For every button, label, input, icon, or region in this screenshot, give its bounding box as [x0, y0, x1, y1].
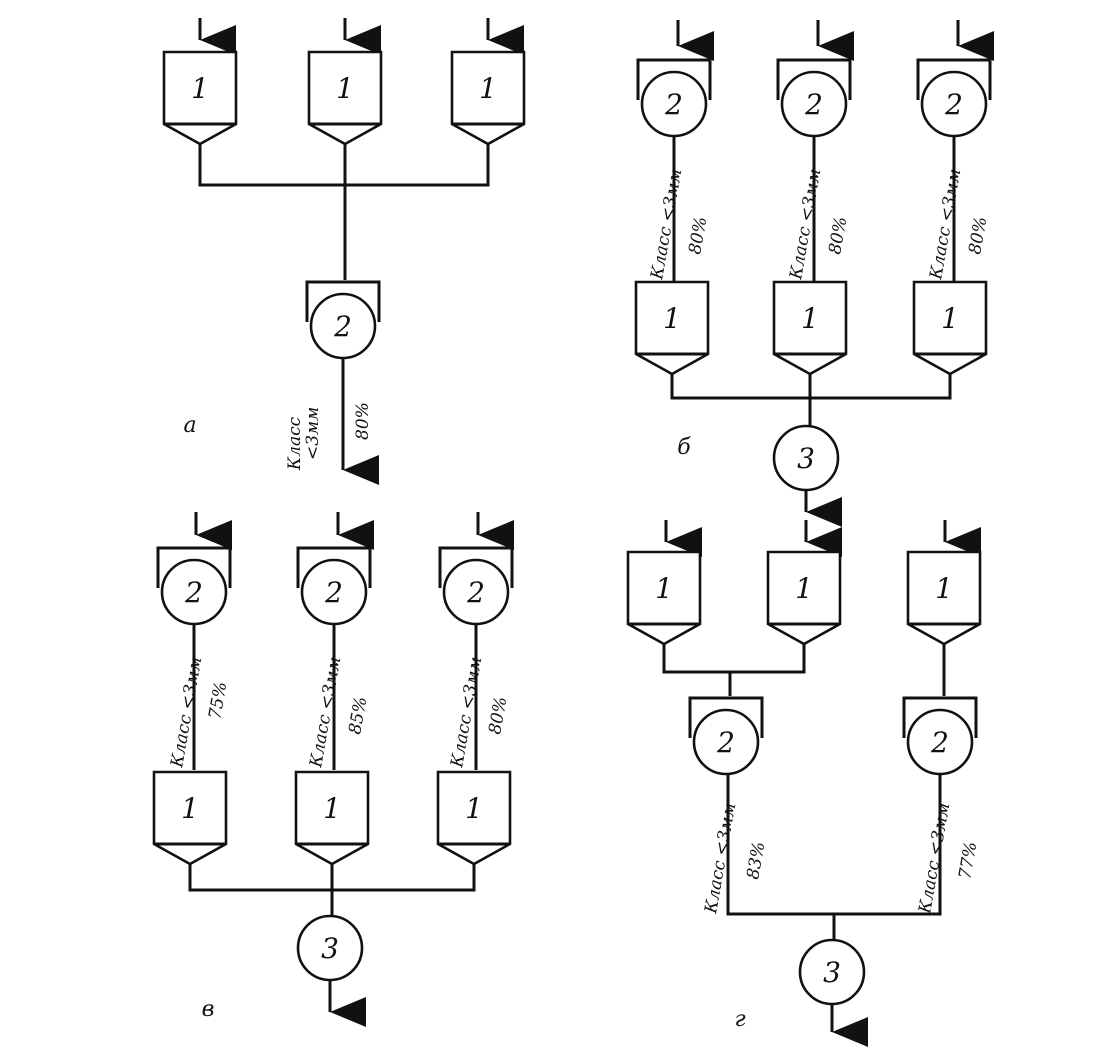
bin-label: 1: [795, 572, 813, 605]
mill-2: 2: [438, 546, 514, 626]
bin-1: 1: [626, 550, 702, 646]
bin-label: 1: [655, 572, 673, 605]
bin-1: 1: [766, 550, 842, 646]
collector-line: [726, 774, 942, 940]
class-label: Класс: [285, 416, 305, 471]
bin-1: 1: [906, 550, 982, 646]
percent-label: 80%: [825, 215, 851, 256]
mill-to-bin-line: [192, 624, 478, 770]
mill-to-bin-line: [672, 136, 956, 282]
class-label: Класс <3мм: [915, 801, 954, 916]
mill-2: 2: [156, 546, 232, 626]
mill-label: 2: [930, 726, 949, 759]
panel-v: 2 2 2 Класс <3мм 75% Класс <3мм 85% Клас…: [152, 512, 514, 1027]
mill-label: 2: [944, 88, 963, 121]
mill-2: 2: [916, 58, 992, 138]
bin-label: 1: [181, 792, 199, 825]
percent-label: 80%: [685, 215, 711, 256]
mill-label: 2: [333, 310, 352, 343]
class-label: <3мм: [303, 407, 323, 460]
mill-2: 2: [902, 696, 978, 776]
panel-letter: в: [202, 997, 215, 1022]
bin-label: 1: [941, 302, 959, 335]
collector-line: [198, 144, 490, 280]
panel-letter: б: [677, 435, 691, 460]
bin-label: 1: [191, 72, 209, 105]
panel-b: 2 2 2 Класс <3мм 80% Класс <3мм 80% Клас…: [634, 20, 994, 527]
percent-label: 75%: [205, 680, 231, 721]
bin-label: 1: [479, 72, 497, 105]
bin-1: 1: [152, 770, 228, 866]
percent-label: 80%: [353, 402, 373, 440]
mill-label: 2: [804, 88, 823, 121]
mill-2: 2: [636, 58, 712, 138]
bin-1: 1: [912, 280, 988, 376]
bin-label: 1: [663, 302, 681, 335]
class-label: Класс <3мм: [447, 655, 486, 770]
panel-a: 1 1 1 2 Класс <3мм 80% а: [162, 18, 526, 485]
mill-2: 2: [305, 280, 381, 360]
class-label: Класс <3мм: [167, 655, 206, 770]
percent-label: 83%: [743, 840, 769, 881]
bin-1: 1: [162, 50, 238, 146]
panel-g: 1 1 1 2 2 Класс <3мм 83% Класс <3мм 77% …: [626, 520, 982, 1047]
class-label: Класс <3мм: [786, 167, 825, 282]
classifier-label: 3: [823, 956, 841, 989]
panel-letter: г: [734, 1007, 745, 1032]
collector-line: [188, 864, 476, 918]
mill-label: 2: [324, 576, 343, 609]
bin-1: 1: [772, 280, 848, 376]
classifier-3: 3: [798, 938, 866, 1006]
bin-label: 1: [323, 792, 341, 825]
mill-label: 2: [184, 576, 203, 609]
mill-2: 2: [296, 546, 372, 626]
percent-label: 85%: [345, 695, 371, 736]
mill-label: 2: [664, 88, 683, 121]
class-label: Класс <3мм: [701, 801, 740, 916]
bin-1: 1: [307, 50, 383, 146]
classifier-3: 3: [772, 424, 840, 492]
classifier-label: 3: [797, 442, 815, 475]
bin-label: 1: [336, 72, 354, 105]
percent-label: 77%: [955, 840, 981, 881]
class-label: Класс <3мм: [647, 167, 686, 282]
mill-label: 2: [466, 576, 485, 609]
percent-label: 80%: [965, 215, 991, 256]
collector-line: [670, 374, 952, 428]
classifier-3: 3: [296, 914, 364, 982]
mill-2: 2: [688, 696, 764, 776]
bin-1: 1: [450, 50, 526, 146]
bin-1: 1: [436, 770, 512, 866]
collector-line: [662, 644, 946, 696]
mill-2: 2: [776, 58, 852, 138]
mill-label: 2: [716, 726, 735, 759]
bin-label: 1: [801, 302, 819, 335]
class-label: Класс <3мм: [306, 655, 345, 770]
class-label: Класс <3мм: [926, 167, 965, 282]
bin-1: 1: [294, 770, 370, 866]
classifier-label: 3: [321, 932, 339, 965]
bin-label: 1: [935, 572, 953, 605]
bin-1: 1: [634, 280, 710, 376]
percent-label: 80%: [485, 695, 511, 736]
panel-letter: а: [183, 413, 196, 438]
bin-label: 1: [465, 792, 483, 825]
